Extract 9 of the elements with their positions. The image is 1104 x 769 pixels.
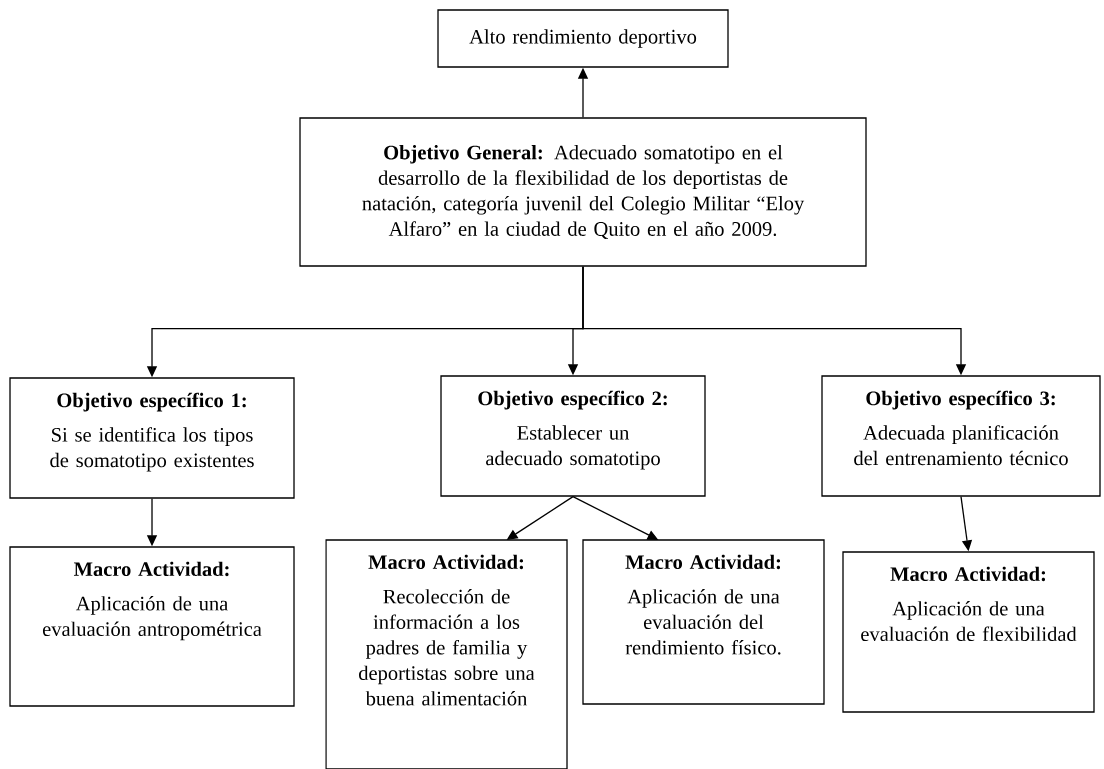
objective-box: Objetivo específico 2: Establecer un adecuado somatotipo bbox=[440, 375, 706, 497]
objective-box: Objetivo General: Adecuado somatotipo en el desarrollo de la flexibilidad de los deportistas de natación, categoría juvenil del Colegio Militar “Eloy Alfaro” en la ciudad de Quito en el año 2009. bbox=[299, 117, 867, 267]
objective-box: Objetivo específico 1: Si se identifica los tipos de somatotipo existentes bbox=[9, 377, 295, 499]
activity-box: Macro Actividad: Aplicación de una evaluación de flexibilidad bbox=[842, 551, 1095, 713]
goal-box: Alto rendimiento deportivo bbox=[437, 9, 729, 68]
activity-box: Macro Actividad: Aplicación de una evaluación del rendimiento físico. bbox=[582, 539, 825, 705]
activity-box: Macro Actividad: Recolección de información a los padres de familia y deportistas sobre una buena alimentación bbox=[325, 539, 568, 769]
activity-box: Macro Actividad: Aplicación de una evaluación antropométrica bbox=[9, 546, 295, 707]
objective-box: Objetivo específico 3: Adecuada planificación del entrenamiento técnico bbox=[821, 375, 1101, 497]
